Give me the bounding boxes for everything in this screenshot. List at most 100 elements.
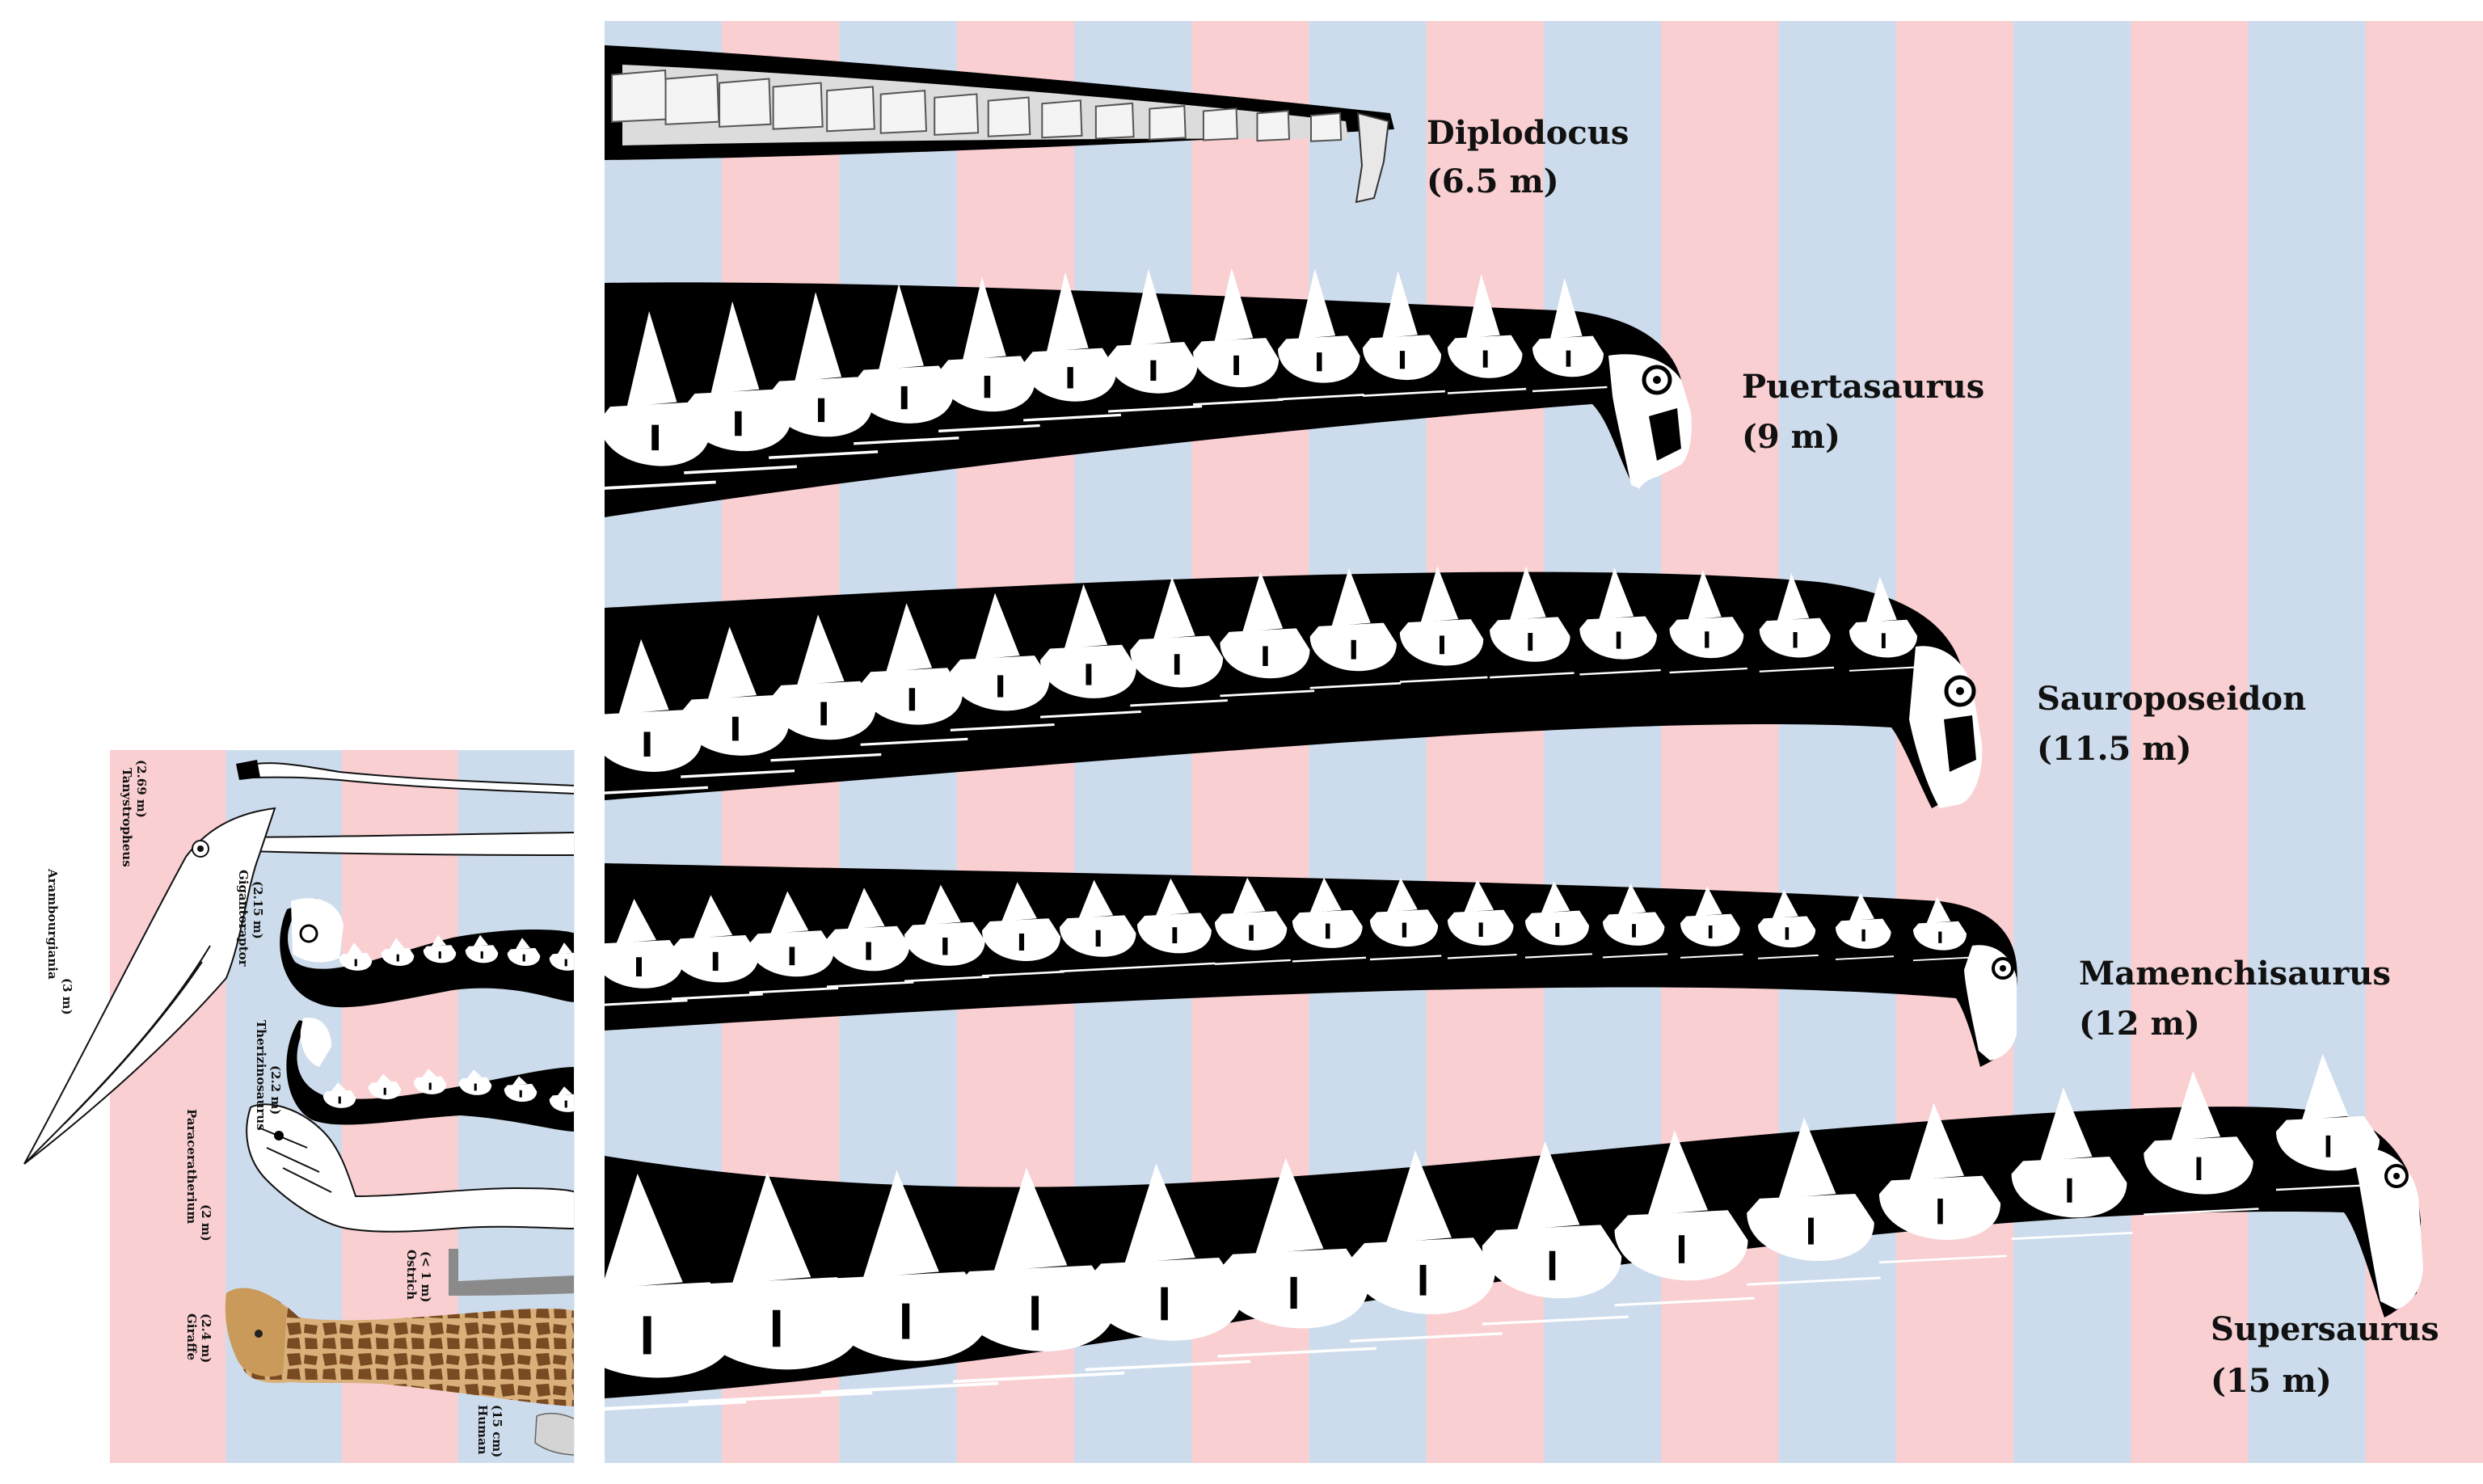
cervical-rib [1759, 666, 1835, 672]
neural-spine [770, 891, 809, 934]
neural-spine [1599, 567, 1634, 620]
neural-spine [710, 301, 760, 394]
neural-spine [693, 895, 733, 939]
cervical-rib [820, 1381, 999, 1394]
cervical-rib [1108, 405, 1203, 413]
cervical-rib [1747, 1276, 1881, 1286]
cervical-rib [938, 424, 1040, 432]
ostrich-neck [449, 1249, 574, 1296]
neural-spine [1464, 879, 1494, 913]
neural-spine [557, 1086, 573, 1096]
foramen [1249, 925, 1254, 941]
neural-spine [389, 938, 405, 950]
neural-spine [1386, 1150, 1452, 1243]
cervical-rib [605, 786, 708, 795]
supersaurus-neck-skeleton [605, 1054, 2423, 1411]
label-arambourgiania-name: Arambourgiania [45, 868, 60, 980]
foramen [772, 1309, 781, 1347]
neural-spine [466, 1069, 483, 1079]
cervical-rib [1912, 956, 1970, 962]
label-sauroposeidon-name: Sauroposeidon [2037, 680, 2306, 718]
label-human-name: Human [475, 1405, 490, 1455]
cervical-rib [688, 1391, 873, 1404]
neural-spine [795, 292, 842, 382]
label-paraceratherium-name: Paraceratherium [184, 1109, 199, 1224]
foramen [651, 424, 659, 451]
neural-spine [1778, 1117, 1836, 1199]
vertebra [1310, 112, 1343, 142]
cervical-rib [1532, 386, 1608, 393]
neural-spine [1382, 270, 1418, 339]
cervical-rib [1136, 962, 1216, 969]
foramen [817, 398, 825, 423]
neural-spine [2040, 1087, 2093, 1161]
label-giraffe-name: Giraffe [184, 1313, 199, 1360]
neural-spine [1214, 268, 1254, 342]
neural-spine [331, 1082, 347, 1092]
neural-spine [616, 899, 656, 944]
label-puertasaurus-name: Puertasaurus [1742, 368, 1984, 406]
foramen [338, 1096, 341, 1104]
foramen [1678, 1235, 1685, 1263]
neural-spine [2171, 1070, 2221, 1141]
cervical-rib [605, 1400, 747, 1411]
neural-spine [347, 942, 363, 955]
cervical-rib [1309, 681, 1402, 689]
label-gigantoraptor-length: (2.15 m) [251, 881, 265, 939]
foramen [866, 942, 871, 960]
neural-spine [1078, 879, 1114, 919]
neural-spine [1001, 882, 1037, 921]
foramen [1938, 931, 1942, 943]
neural-spine [2302, 1054, 2349, 1120]
neural-spine [1064, 584, 1108, 649]
foramen [1018, 933, 1025, 951]
stripe [2131, 21, 2249, 1463]
neural-spine [1153, 576, 1195, 640]
cervical-rib [748, 987, 839, 994]
vertebra [664, 74, 720, 125]
neural-spine [557, 942, 573, 955]
cervical-rib [1399, 676, 1488, 683]
pterosaur-neck [217, 832, 574, 856]
foramen [1937, 1198, 1943, 1225]
cervical-rib [1878, 1254, 2007, 1264]
cervical-rib [1835, 955, 1895, 960]
neural-spine [1155, 878, 1190, 916]
stripe [2248, 21, 2367, 1463]
foramen [1616, 631, 1621, 649]
label-gigantoraptor-name: Gigantoraptor [236, 870, 251, 968]
cervical-rib [2144, 1208, 2259, 1216]
foramen [1785, 927, 1790, 940]
cervical-rib [1614, 1296, 1755, 1307]
cervical-rib [1524, 953, 1592, 959]
cervical-rib [605, 999, 688, 1006]
puertasaurus-neck-skeleton [605, 268, 1692, 517]
cervical-rib [1362, 390, 1445, 397]
label-mamenchisaurus: Mamenchisaurus (12 m) [2079, 955, 2391, 1043]
cervical-rib [684, 465, 797, 474]
foramen [1555, 922, 1560, 938]
vertebra [987, 96, 1031, 137]
foramen [643, 731, 651, 757]
neural-spine [879, 284, 924, 370]
foramen [1290, 1276, 1297, 1309]
foramen [1325, 923, 1330, 939]
foramen [1161, 1287, 1168, 1321]
foramen [1705, 631, 1709, 648]
tanystropheus-neck [236, 760, 574, 795]
cervical-rib [1130, 699, 1228, 707]
neural-spine [731, 1172, 812, 1284]
label-therizinosaurus-length: (2.2 m) [268, 1065, 283, 1115]
cervical-rib [671, 993, 763, 1001]
foramen [900, 386, 908, 410]
foramen [1402, 922, 1407, 938]
neural-spine [605, 1174, 683, 1289]
cervical-rib [1217, 1347, 1376, 1358]
neural-spine [1510, 566, 1546, 621]
cervical-rib [1193, 398, 1284, 406]
foramen [1419, 1264, 1427, 1296]
neural-spine [1909, 1102, 1965, 1181]
foramen [2325, 1135, 2331, 1157]
foramen [480, 951, 483, 959]
